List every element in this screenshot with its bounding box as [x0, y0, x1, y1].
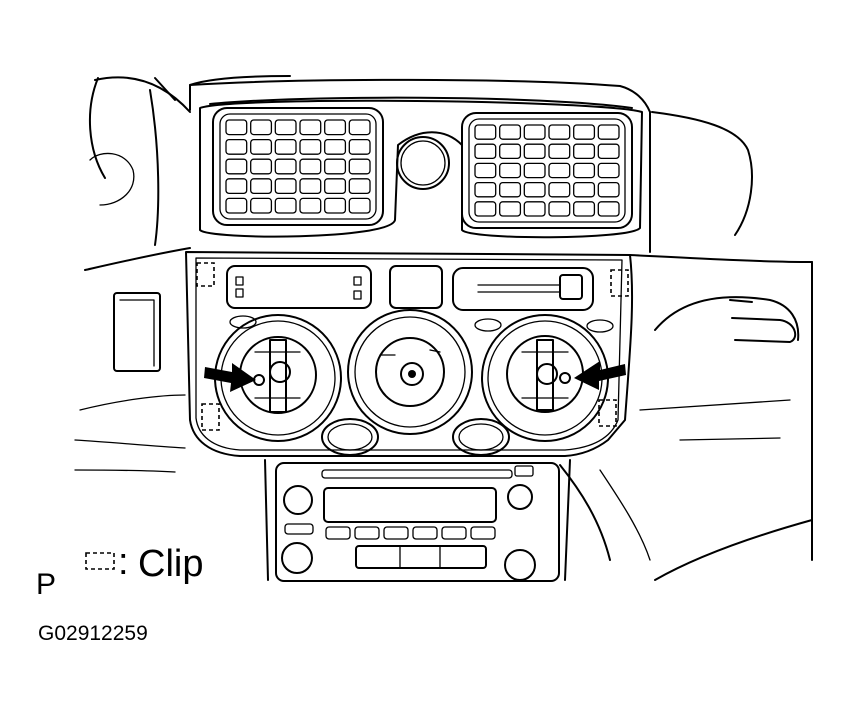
- vent-slat: [474, 181, 497, 198]
- clip-locations: [196, 262, 629, 431]
- corner-mark: P: [36, 568, 56, 601]
- vent-slat: [348, 138, 371, 155]
- vent-slat: [324, 119, 347, 136]
- vent-slat: [499, 201, 522, 217]
- vent-slat: [523, 162, 546, 179]
- audio-preset-button: [441, 526, 467, 540]
- legend: : Clip: [85, 541, 203, 585]
- audio-preset-button: [325, 526, 351, 540]
- clip-legend-icon: [85, 552, 115, 570]
- vent-slat: [324, 138, 347, 155]
- clip-top-right: [610, 269, 629, 297]
- clip-bottom-right: [598, 399, 617, 427]
- vent-slat: [274, 119, 297, 136]
- right-arrow-icon: [574, 361, 626, 390]
- vent-slat: [573, 124, 596, 140]
- vent-slat: [225, 138, 248, 155]
- vent-slat: [348, 119, 371, 136]
- vent-slat: [225, 158, 248, 175]
- audio-preset-button: [354, 526, 380, 540]
- screw-arrows: [204, 361, 626, 392]
- audio-preset-button: [383, 526, 409, 540]
- vent-slat: [250, 178, 273, 195]
- clip-bottom-left: [201, 403, 220, 431]
- vent-slat: [225, 197, 248, 214]
- right-air-vent: [461, 112, 633, 229]
- vent-slat: [523, 181, 546, 198]
- vent-slat: [274, 158, 297, 175]
- left-arrow-icon: [204, 363, 256, 392]
- vent-slat: [348, 197, 371, 214]
- vent-slat: [474, 124, 497, 140]
- vent-slat: [548, 181, 571, 198]
- vent-slat: [548, 201, 571, 217]
- vent-housing: [199, 96, 643, 239]
- vent-slat: [250, 158, 273, 175]
- vent-slat: [523, 201, 546, 217]
- dashboard-outline: [74, 75, 813, 581]
- vent-slat: [274, 138, 297, 155]
- vent-slat: [499, 181, 522, 198]
- vent-slat: [597, 143, 620, 160]
- vent-slat: [324, 158, 347, 175]
- control-panel-bezel: [185, 251, 634, 457]
- vent-slat: [597, 201, 620, 217]
- vent-slat: [274, 178, 297, 195]
- vent-slat: [548, 162, 571, 179]
- vent-slat: [499, 162, 522, 179]
- svg-text::: :: [118, 541, 129, 583]
- audio-preset-button: [412, 526, 438, 540]
- vent-slat: [250, 119, 273, 136]
- vent-slat: [474, 162, 497, 179]
- vent-slat: [474, 201, 497, 217]
- vent-slat: [299, 119, 322, 136]
- vent-slat: [299, 138, 322, 155]
- vent-slat: [348, 178, 371, 195]
- vent-slat: [597, 162, 620, 179]
- vent-slat: [250, 197, 273, 214]
- vent-slat: [523, 124, 546, 140]
- vent-slat: [299, 178, 322, 195]
- vent-slat: [573, 181, 596, 198]
- clip-top-left: [196, 262, 215, 287]
- vent-slat: [573, 162, 596, 179]
- vent-slat: [225, 178, 248, 195]
- center-vent-knob: [396, 136, 450, 190]
- vent-slat: [299, 197, 322, 214]
- vent-slat: [250, 138, 273, 155]
- left-air-vent: [212, 107, 384, 226]
- vent-slat: [299, 158, 322, 175]
- vent-slat: [274, 197, 297, 214]
- vent-slat: [548, 124, 571, 140]
- vent-slat: [523, 143, 546, 160]
- lower-oval-knobs: [321, 418, 510, 456]
- center-dial: [347, 309, 473, 435]
- legend-label: Clip: [138, 543, 203, 585]
- vent-slat: [324, 178, 347, 195]
- vent-slat: [573, 143, 596, 160]
- vent-slat: [548, 143, 571, 160]
- audio-preset-button: [470, 526, 496, 540]
- vent-slat: [324, 197, 347, 214]
- figure-code: G02912259: [38, 622, 148, 645]
- audio-unit: [264, 459, 571, 582]
- vent-slat: [499, 143, 522, 160]
- panel-top-row: [226, 265, 614, 333]
- vent-slat: [474, 143, 497, 160]
- vent-slat: [499, 124, 522, 140]
- vent-slat: [573, 201, 596, 217]
- vent-slat: [597, 124, 620, 140]
- vent-slat: [348, 158, 371, 175]
- vent-slat: [225, 119, 248, 136]
- vent-slat: [597, 181, 620, 198]
